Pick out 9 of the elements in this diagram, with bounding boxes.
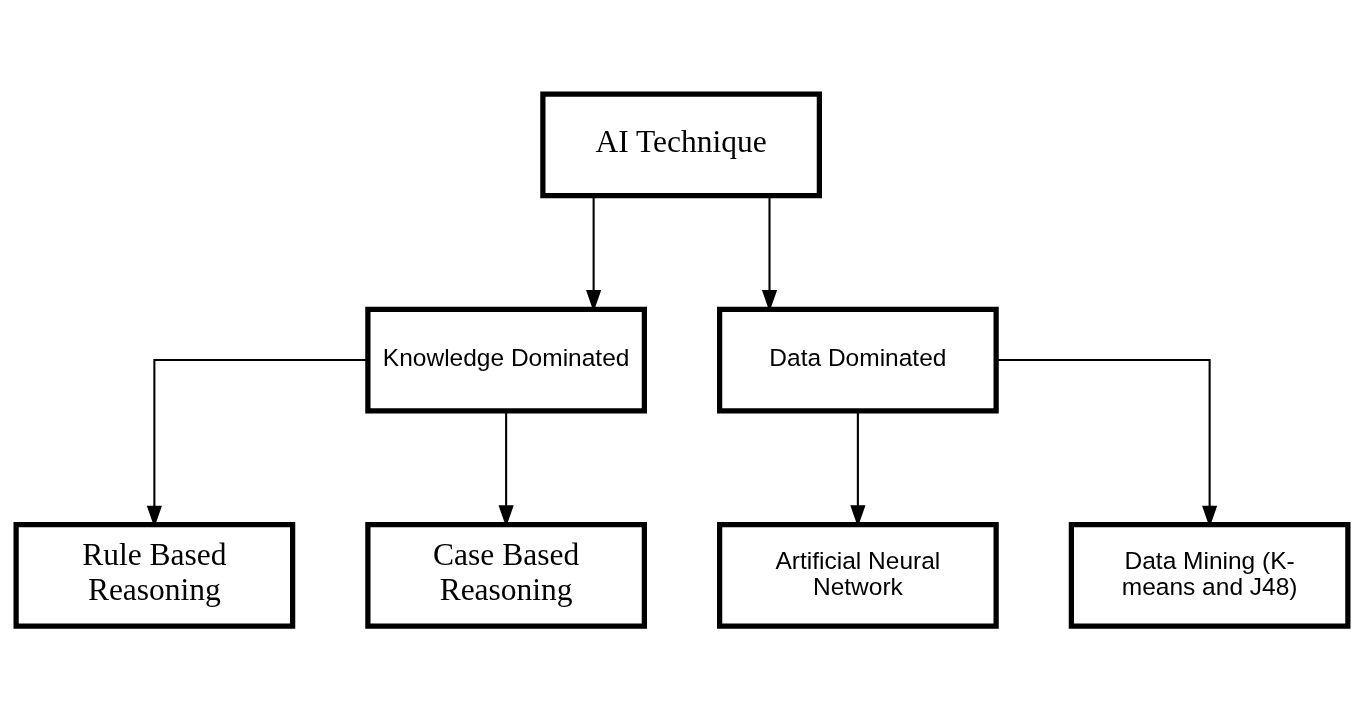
arrow bbox=[146, 358, 368, 527]
node-box: Data Dominated bbox=[717, 306, 999, 413]
node-box: Artificial Neural Network bbox=[717, 521, 999, 629]
node-box: Knowledge Dominated bbox=[365, 306, 647, 413]
node-box: Rule Based Reasoning bbox=[13, 521, 296, 629]
node-box: AI Technique bbox=[540, 90, 822, 198]
node-box: Data Mining (K- means and J48) bbox=[1068, 521, 1351, 629]
node-box: Case Based Reasoning bbox=[365, 521, 647, 629]
arrow bbox=[996, 358, 1218, 527]
